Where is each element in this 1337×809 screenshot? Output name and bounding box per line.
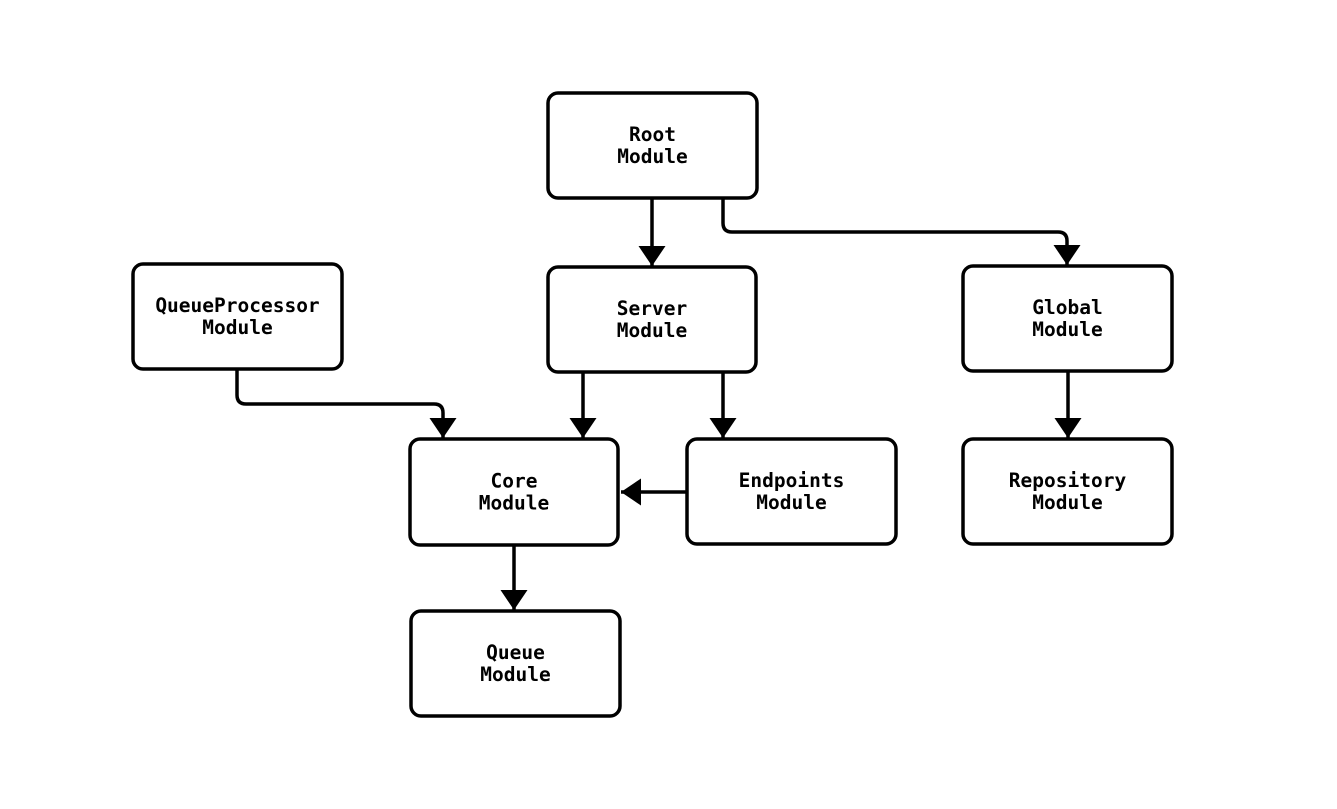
node-box: [408, 437, 620, 547]
node-box: [409, 609, 622, 718]
edge-layer: [235, 198, 1082, 610]
node-box: [546, 91, 759, 200]
node-box: [961, 437, 1174, 546]
node-box: [131, 262, 344, 371]
node-box: [546, 265, 758, 374]
node-box: [961, 264, 1174, 373]
node-box: [685, 437, 898, 546]
edge-root-to-global: [721, 198, 1081, 265]
edge-queueprocessor-to-core: [235, 369, 457, 438]
